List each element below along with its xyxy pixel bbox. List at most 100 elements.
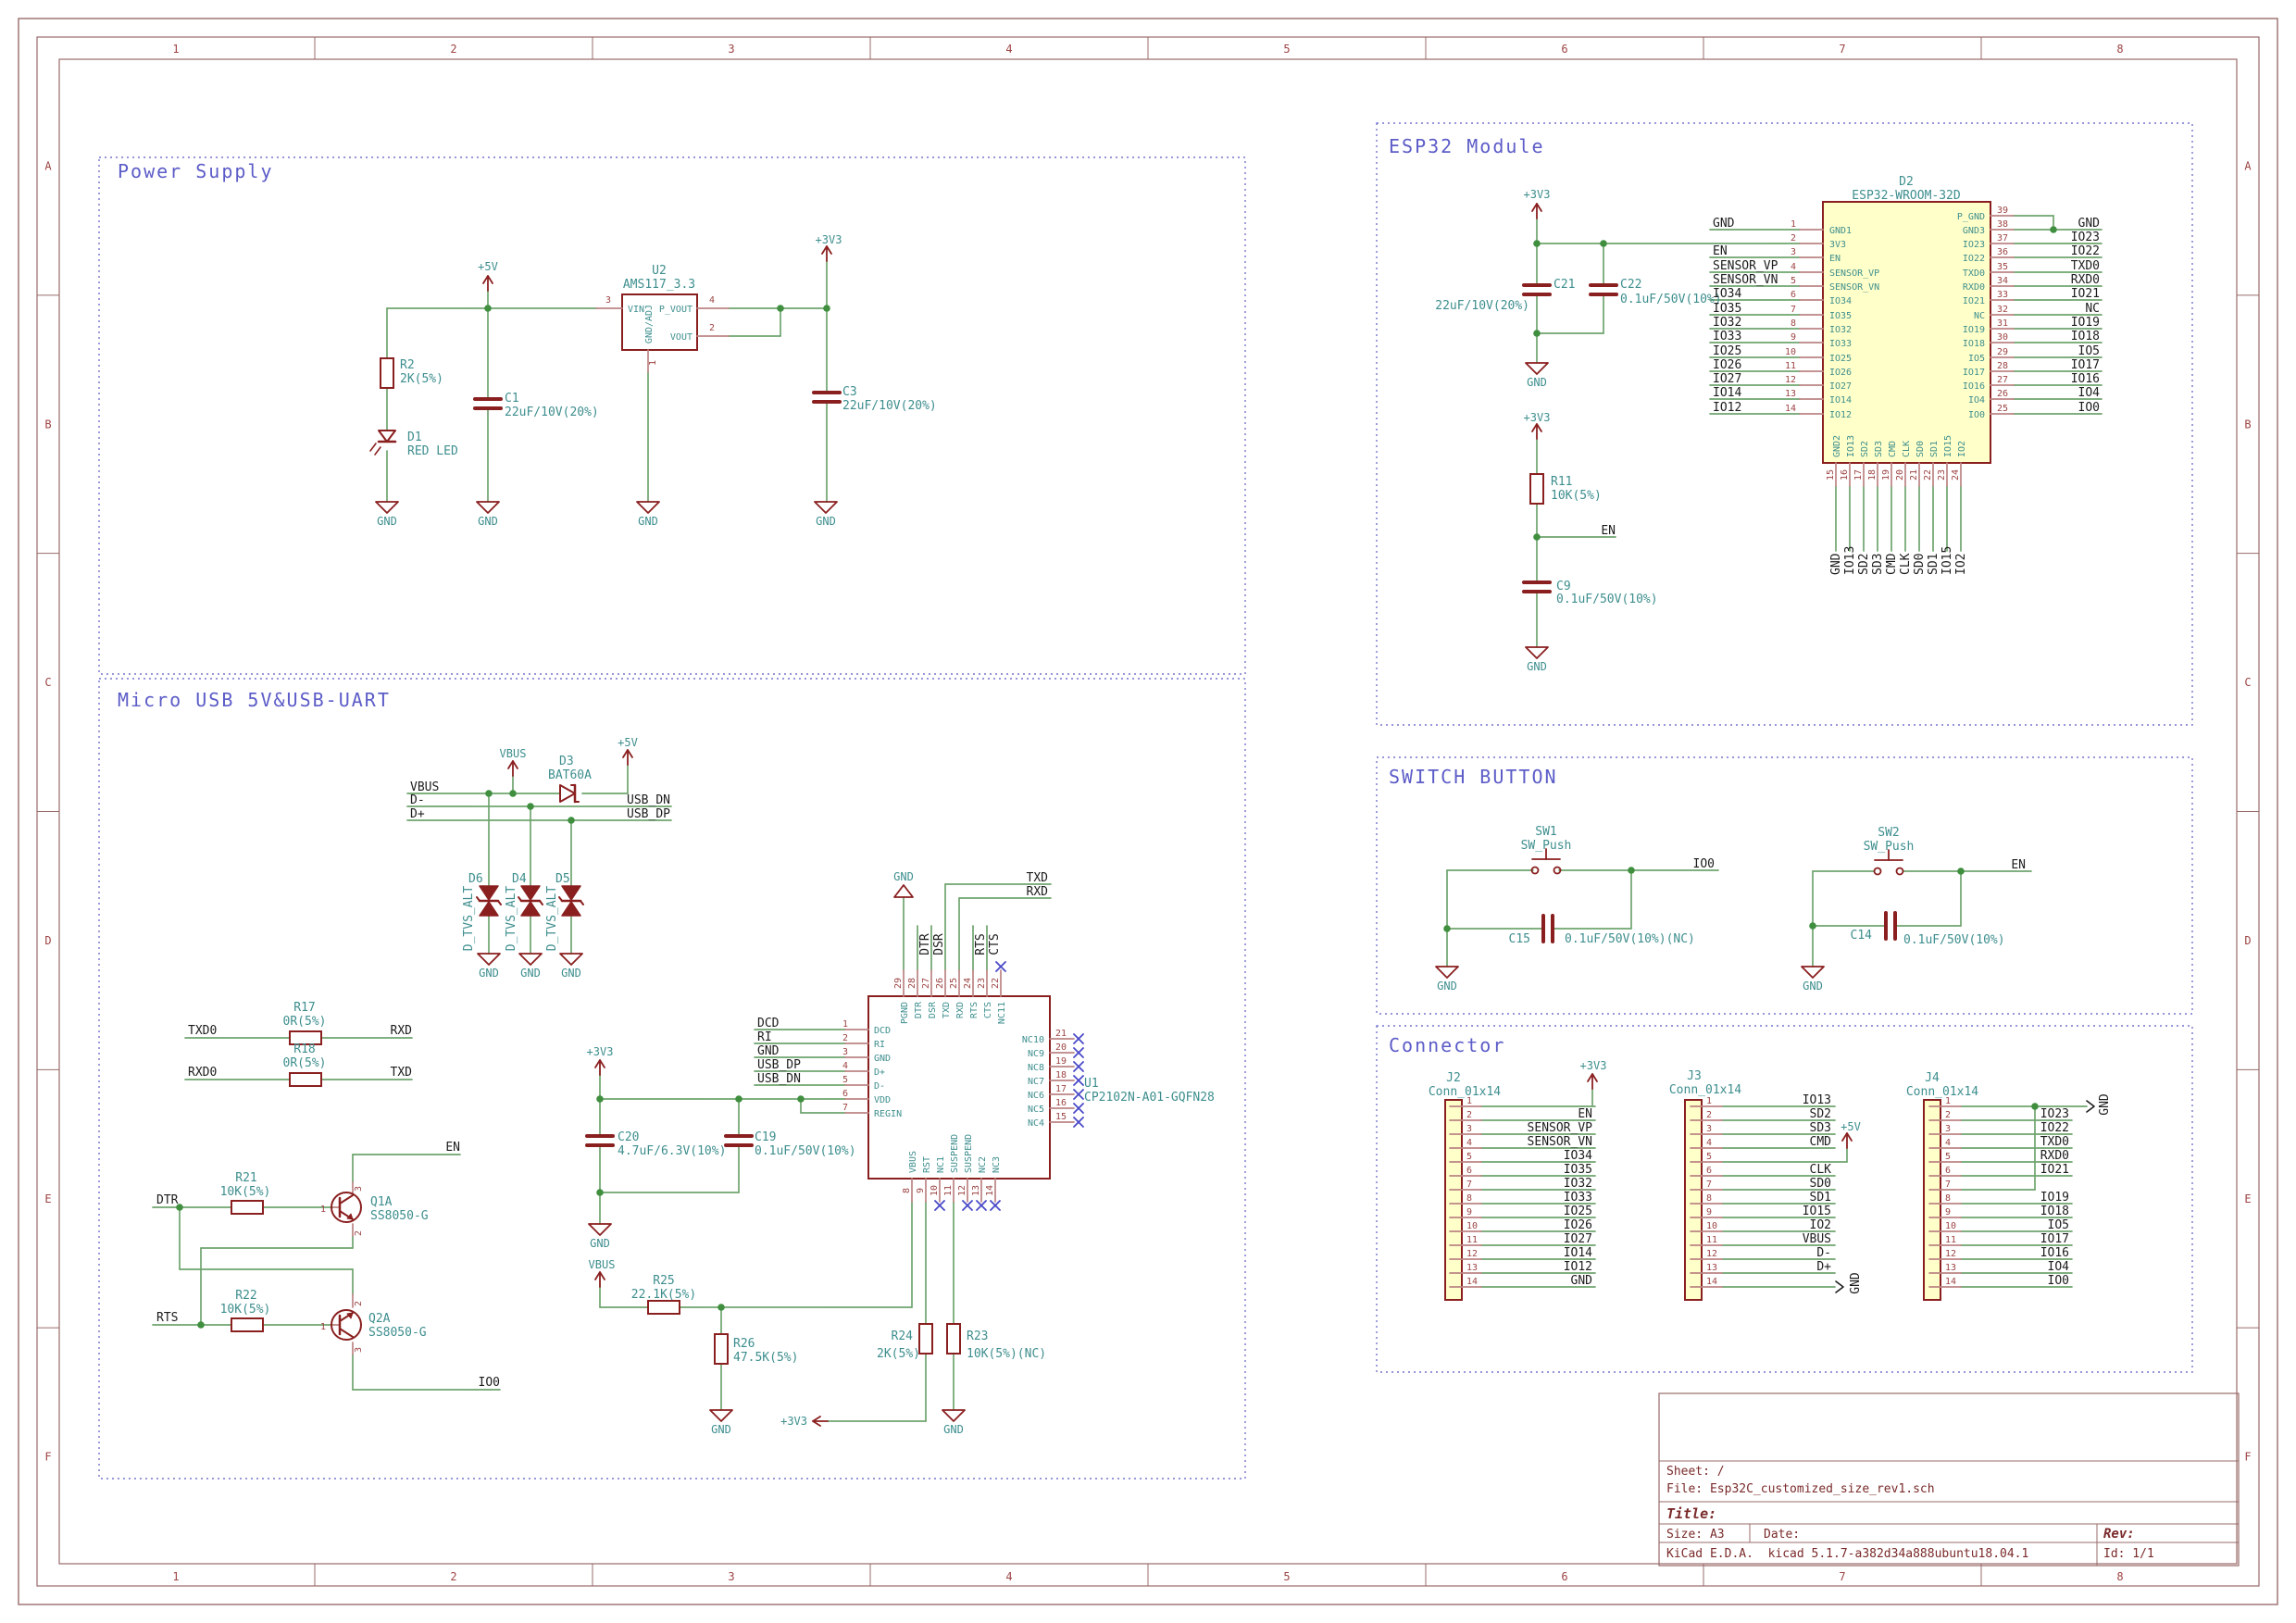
net-label: SENSOR_VP: [1713, 259, 1778, 273]
field-label: J2: [1446, 1071, 1461, 1085]
net-label: IO35: [1713, 302, 1741, 316]
pin-number: 1: [320, 1205, 326, 1215]
pin-number: 8: [1945, 1193, 1951, 1204]
field-label: R21: [235, 1171, 256, 1185]
pin-name: VOUT: [670, 332, 693, 343]
pin-name: IO4: [1968, 395, 1985, 406]
pin-name: DSR: [928, 1001, 938, 1018]
pin-number: 10: [1945, 1221, 1956, 1231]
pin-number: 14: [1706, 1277, 1717, 1287]
pin-number: 2: [1466, 1110, 1472, 1120]
section-box: [1376, 122, 2193, 726]
field-label: C21: [1554, 278, 1575, 292]
pin-number: 39: [1997, 206, 2008, 216]
pin-number: 26: [1997, 389, 2008, 399]
titleblock-sheet: Sheet: /: [1666, 1465, 1725, 1479]
pin-number: 14: [1466, 1277, 1478, 1287]
section-box: [1376, 1025, 2193, 1373]
pin-number: 16: [1840, 469, 1850, 481]
pin-name: IO27: [1829, 381, 1852, 392]
pin-number: 2: [354, 1230, 364, 1236]
field-label: 0R(5%): [283, 1056, 327, 1070]
power-label: +3V3: [1580, 1059, 1607, 1072]
pin-name: RI: [874, 1040, 885, 1050]
field-label: D6: [468, 872, 483, 886]
pin-number: 20: [1895, 469, 1905, 481]
component-body: [1822, 201, 1991, 464]
net-label: IO4: [2078, 386, 2101, 400]
pin-name: IO13: [1846, 435, 1856, 457]
field-label: 47.5K(5%): [733, 1351, 798, 1365]
frame-column-label: 7: [1839, 1570, 1845, 1583]
pin-name: REGIN: [874, 1109, 902, 1119]
pin-number: 31: [1997, 318, 2008, 329]
junction-dot: [485, 790, 493, 797]
pin-number: 25: [1997, 404, 2008, 414]
net-label: GND: [2098, 1093, 2112, 1116]
net-label: CMD: [1885, 553, 1899, 575]
pin-number: 19: [1881, 469, 1891, 481]
net-label: IO0: [2048, 1274, 2069, 1288]
field-label: 22uF/10V(20%): [842, 399, 937, 413]
frame-column-label: 5: [1283, 43, 1290, 56]
net-label: IO19: [2040, 1191, 2069, 1205]
frame-column-label: 5: [1283, 1570, 1290, 1583]
net-label: IO0: [1693, 857, 1715, 871]
net-label: D+: [410, 807, 425, 821]
field-label: Conn_01x14: [1669, 1083, 1741, 1097]
section-title-connector: Connector: [1389, 1034, 1506, 1056]
pin-number: 18: [1867, 469, 1878, 481]
net-label: IO15: [1803, 1205, 1831, 1218]
pin-number: 10: [1706, 1221, 1717, 1231]
junction-dot: [1443, 925, 1451, 932]
pin-number: 10: [930, 1185, 940, 1196]
net-label: CLK: [1899, 553, 1913, 575]
pin-number: 14: [1785, 404, 1796, 414]
pins-layer: [332, 215, 2015, 1355]
net-label: TXD0: [2071, 259, 2100, 273]
net-label: RI: [757, 1030, 772, 1044]
junction-dot: [1957, 868, 1965, 875]
power-label: GND: [1527, 660, 1547, 673]
pin-number: 3: [842, 1047, 848, 1057]
pin-number: 3: [1466, 1124, 1472, 1134]
pin-number: 6: [1466, 1166, 1472, 1176]
junction-dot: [1628, 867, 1635, 874]
net-label: IO32: [1564, 1177, 1592, 1191]
pin-name: CMD: [1888, 441, 1898, 457]
pin-number: 2: [1706, 1110, 1712, 1120]
pin-name: SD1: [1929, 441, 1940, 457]
pin-number: 13: [1706, 1263, 1717, 1273]
component-bodies: [621, 201, 1991, 1301]
power-label: +3V3: [1524, 411, 1551, 424]
field-label: 10K(5%)(NC): [967, 1347, 1046, 1361]
field-label: C1: [505, 392, 519, 406]
pin-number: 6: [1706, 1166, 1712, 1176]
pin-number: 30: [1997, 332, 2008, 343]
net-label: IO12: [1713, 401, 1741, 415]
net-label: D-: [410, 793, 425, 807]
net-label: SENSOR_VN: [1713, 273, 1778, 287]
net-label: DTR: [918, 933, 932, 955]
frame-column-label: 7: [1839, 43, 1845, 56]
pin-number: 21: [1055, 1029, 1067, 1039]
pin-number: 12: [1785, 375, 1796, 385]
junction-dot: [718, 1304, 725, 1311]
field-label: D_TVS_ALT: [505, 886, 518, 952]
net-label: RTS: [156, 1311, 178, 1325]
pin-name: RST: [922, 1156, 932, 1173]
net-label: DSR: [932, 933, 946, 955]
net-label: IO25: [1713, 344, 1741, 358]
pin-number: 27: [921, 978, 931, 989]
pin-name: NC4: [1028, 1118, 1044, 1129]
pin-number: 21: [1909, 469, 1919, 481]
net-label: IO34: [1564, 1149, 1592, 1163]
pin-name: VDD: [874, 1095, 891, 1105]
net-label: USB_DP: [627, 807, 670, 821]
net-label: GND: [1571, 1274, 1593, 1288]
net-label: DCD: [757, 1017, 780, 1030]
title-block-lines: [1658, 1392, 2240, 1567]
pin-name: TXD0: [1963, 268, 1985, 279]
power-label: GND: [943, 1423, 964, 1436]
net-label: RXD: [1027, 885, 1049, 899]
